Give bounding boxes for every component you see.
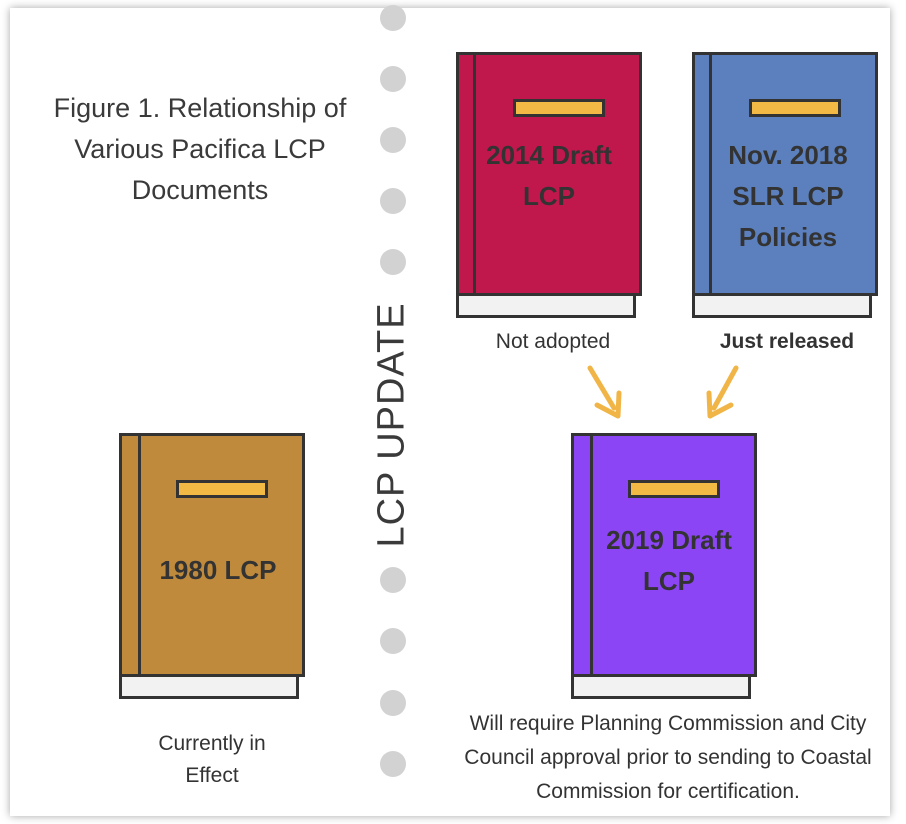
- divider-dot: [380, 628, 406, 654]
- book-spine: [574, 436, 593, 674]
- book-cover: 2014 Draft LCP: [456, 52, 642, 296]
- book-1980-lcp: 1980 LCP: [119, 433, 305, 699]
- divider-dot: [380, 249, 406, 275]
- book-title: Nov. 2018 SLR LCP Policies: [728, 140, 848, 252]
- divider-dot: [380, 127, 406, 153]
- book-cover: Nov. 2018 SLR LCP Policies: [692, 52, 878, 296]
- book-title: 2019 Draft LCP: [606, 525, 732, 596]
- book-label-bar: [628, 480, 720, 498]
- divider-dot: [380, 567, 406, 593]
- book-cover: 2019 Draft LCP: [571, 433, 757, 677]
- book-spine: [122, 436, 141, 674]
- book-title: 1980 LCP: [159, 555, 277, 585]
- book-spine: [459, 55, 476, 293]
- caption-currently-in-effect: Currently in Effect: [158, 732, 266, 787]
- divider-dot: [380, 188, 406, 214]
- book-label-bar: [176, 480, 268, 498]
- arrow-from-2018-slr: [706, 365, 739, 419]
- book-2014-draft-lcp: 2014 Draft LCP: [456, 52, 642, 318]
- divider-dot: [380, 66, 406, 92]
- divider-dot: [380, 5, 406, 31]
- book-label-bar: [513, 99, 605, 117]
- divider-dot: [380, 690, 406, 716]
- caption-just-released: Just released: [719, 330, 855, 353]
- book-pages: [456, 296, 636, 318]
- book-title: 2014 Draft LCP: [486, 140, 612, 211]
- book-label-bar: [749, 99, 841, 117]
- book-2018-slr-lcp-policies: Nov. 2018 SLR LCP Policies: [692, 52, 878, 318]
- book-2019-draft-lcp: 2019 Draft LCP: [571, 433, 757, 699]
- book-spine: [695, 55, 712, 293]
- divider-dot: [380, 751, 406, 777]
- arrow-from-2014-draft: [587, 365, 622, 419]
- book-pages: [692, 296, 872, 318]
- approval-note: Will require Planning Commission and Cit…: [464, 712, 872, 803]
- figure-title: Figure 1. Relationship of Various Pacifi…: [53, 93, 347, 205]
- book-pages: [119, 677, 299, 699]
- book-cover: 1980 LCP: [119, 433, 305, 677]
- caption-not-adopted: Not adopted: [495, 330, 611, 353]
- book-pages: [571, 677, 751, 699]
